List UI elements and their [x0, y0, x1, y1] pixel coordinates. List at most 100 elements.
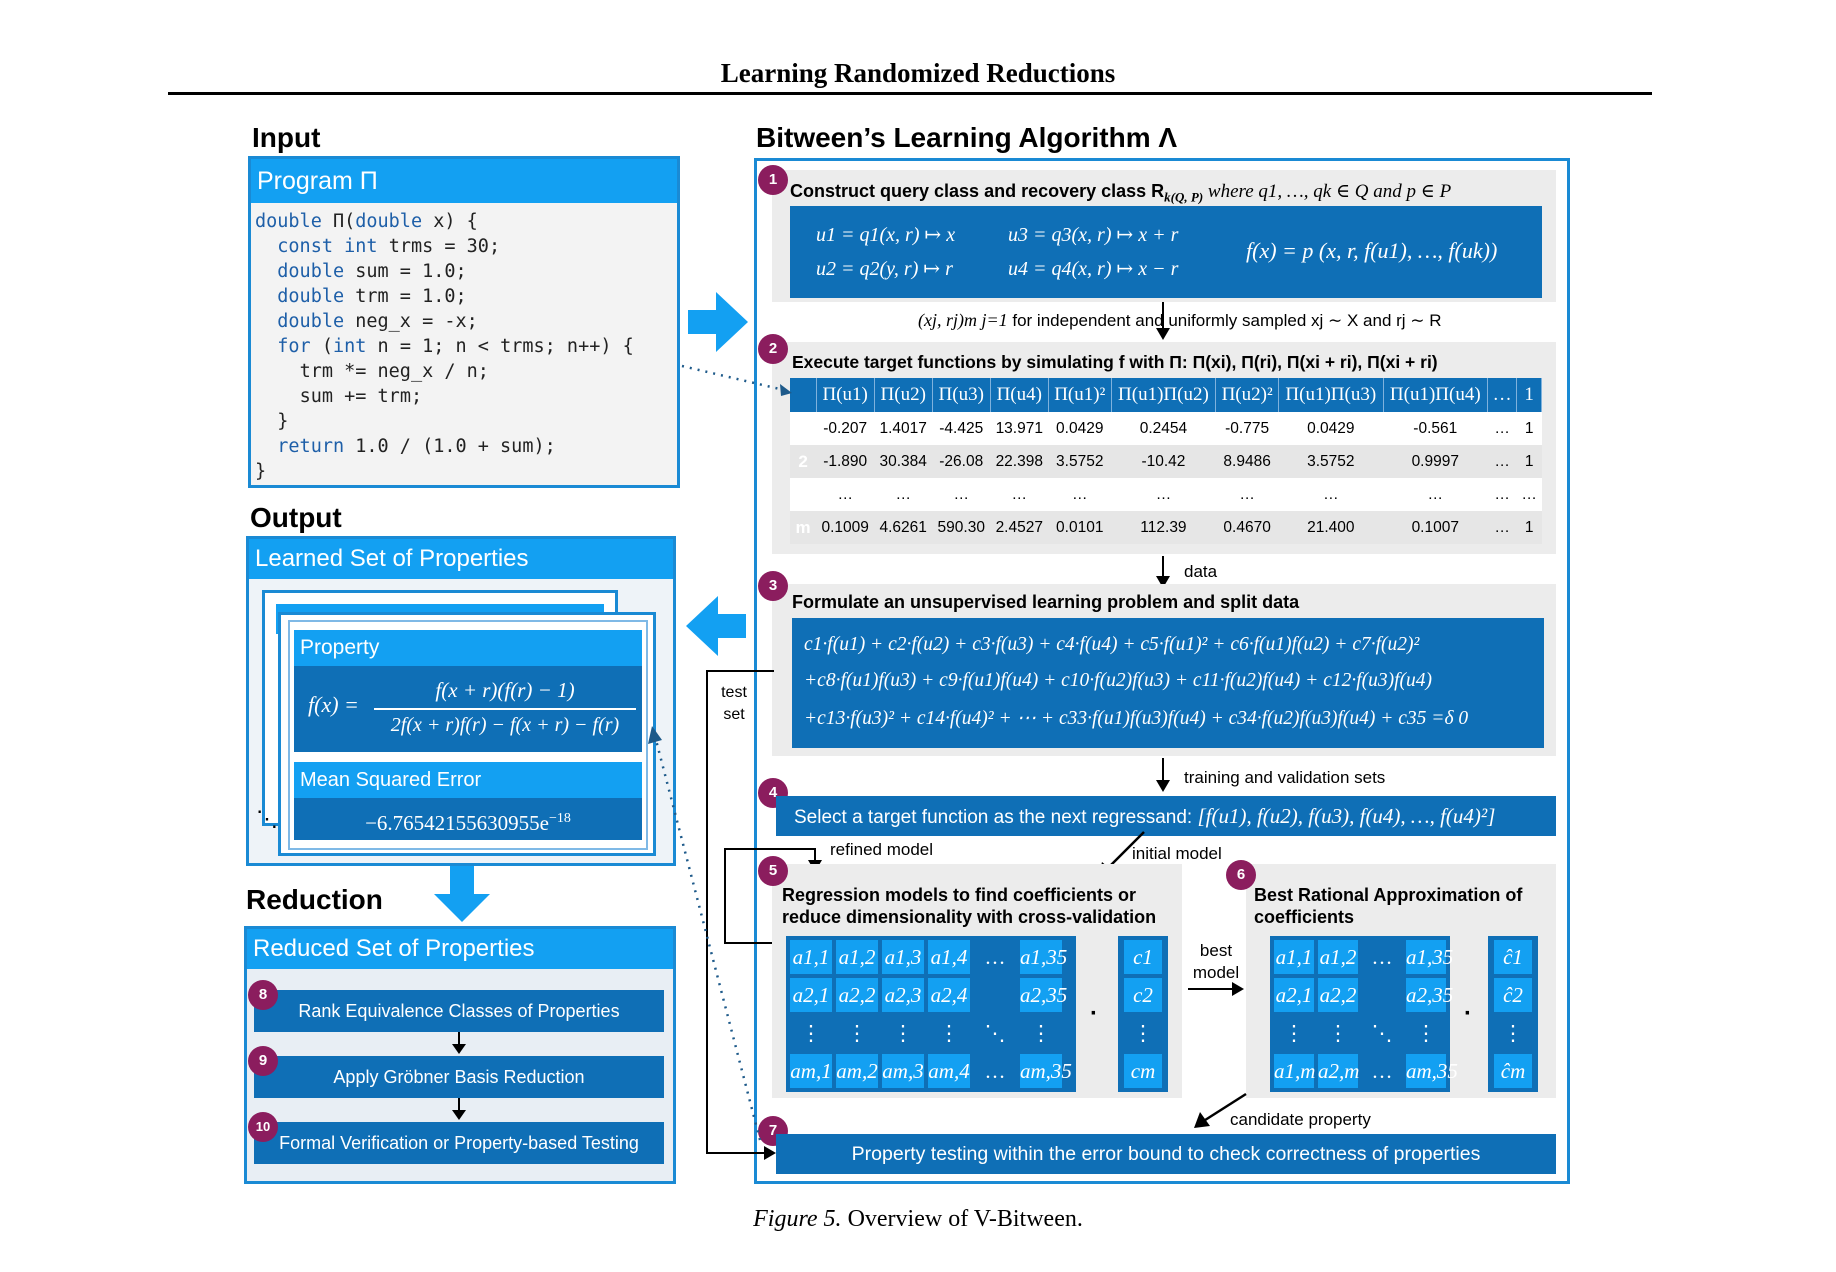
table-cell: -10.42	[1111, 445, 1216, 478]
arrow-2-3-line	[1162, 556, 1164, 580]
figure-caption: Figure 5. Overview of V-Bitween.	[0, 1206, 1836, 1233]
table-cell: 0.1009	[816, 511, 875, 544]
step5-dot: ·	[1090, 1000, 1098, 1027]
dotted-arrow-testing-to-property-icon	[648, 726, 762, 1141]
vector-cell: ⋮	[1132, 1021, 1154, 1045]
table-cell: 1	[1516, 511, 1542, 544]
train-label: training and validation sets	[1184, 768, 1386, 787]
matrix-cell: a2,2	[1318, 978, 1358, 1012]
table-cell: 8.9486	[1215, 445, 1279, 478]
table-header-cell: …	[1487, 378, 1518, 412]
code-line: for (int n = 1; n < trms; n++) {	[277, 336, 634, 357]
program-box: Program Π double Π(double x) { const int…	[248, 156, 680, 488]
code-line: double sum = 1.0;	[277, 261, 467, 282]
step1-label: Construct query class and recovery class…	[790, 181, 1165, 201]
step5-label-line2: reduce dimensionality with cross-validat…	[782, 907, 1157, 927]
matrix-cell: a1,2	[836, 940, 878, 974]
vector-cell: ĉm	[1494, 1054, 1532, 1088]
reduction-arrow-line	[458, 1032, 460, 1046]
arrow-down-icon	[434, 866, 490, 922]
program-code: double Π(double x) { const int trms = 30…	[255, 209, 677, 484]
table-cell: …	[1487, 445, 1517, 478]
table-cell: 1.4017	[874, 412, 933, 445]
table-cell: 22.398	[990, 445, 1049, 478]
matrix-cell: ⋮	[1415, 1021, 1437, 1045]
table-row-header: 1	[790, 412, 817, 445]
initial-label: initial model	[1132, 844, 1222, 863]
matrix-cell: …	[1371, 1059, 1393, 1083]
step3-badge: 3	[758, 571, 788, 601]
caption-prefix: Figure 5.	[753, 1206, 842, 1232]
mse-value-row: −6.76542155630955e−18	[294, 798, 642, 840]
table-cell: …	[990, 478, 1049, 511]
matrix-cell: a1,4	[928, 940, 970, 974]
matrix-cell: a2,m	[1318, 1054, 1359, 1088]
table-cell: 0.2454	[1111, 412, 1216, 445]
property-card: Property f(x) = f(x + r)(f(r) − 1) 2f(x …	[288, 620, 648, 850]
step6-label-line1: Best Rational Approximation of	[1254, 885, 1523, 905]
table-header-cell: Π(u1)Π(u3)	[1278, 378, 1384, 412]
matrix-cell: a2,2	[836, 978, 878, 1012]
code-line: return 1.0 / (1.0 + sum);	[277, 436, 556, 457]
arrow-1-2-line	[1162, 302, 1164, 332]
matrix-cell: a2,35	[1020, 978, 1067, 1012]
table-cell: 0.4670	[1215, 511, 1279, 544]
table-header-cell: Π(u1)²	[1048, 378, 1112, 412]
matrix-cell	[1362, 978, 1402, 1012]
vector-cell: ĉ2	[1494, 978, 1532, 1012]
table-cell: …	[1487, 478, 1517, 511]
arrow-left-icon	[686, 596, 746, 656]
arrow-1-2-head-icon	[1156, 328, 1170, 340]
table-header-cell: Π(u2)	[874, 378, 933, 412]
best-model-arrowhead-icon	[1232, 982, 1244, 996]
mse-value: −6.76542155630955e	[365, 811, 549, 835]
refined-line-bottom	[724, 942, 786, 944]
code-line: double trm = 1.0;	[277, 286, 467, 307]
matrix-cell: a1,35	[1020, 940, 1067, 974]
reduction-arrowhead-icon	[452, 1044, 466, 1054]
reduction-step-badge: 9	[248, 1046, 278, 1076]
table-header-cell: 1	[1516, 378, 1542, 412]
matrix-cell: a2,35	[1406, 978, 1453, 1012]
best-model-label: best model	[1192, 941, 1240, 982]
property-lhs: f(x) =	[308, 692, 359, 717]
table-header-cell: Π(u1)Π(u2)	[1111, 378, 1217, 412]
test-set-arrowhead-icon	[764, 1146, 776, 1160]
matrix-cell: …	[1371, 945, 1393, 969]
table-cell: 2.4527	[990, 511, 1049, 544]
step5-badge: 5	[758, 856, 788, 886]
step2-label: Execute target functions by simulating f…	[792, 352, 1438, 372]
step4-bar: Select a target function as the next reg…	[776, 796, 1556, 836]
table-cell: …	[1383, 478, 1488, 511]
arrow-right-icon	[688, 292, 748, 352]
vector-cell: ⋮	[1502, 1021, 1524, 1045]
step1-eq3: u3 = q3(x, r) ↦ x + r	[1008, 224, 1179, 246]
code-line: double neg_x = -x;	[277, 311, 478, 332]
matrix-cell: am,2	[836, 1054, 878, 1088]
step1-equations: u1 = q1(x, r) ↦ x u2 = q2(y, r) ↦ r u3 =…	[790, 206, 1542, 298]
matrix-cell: am,1	[790, 1054, 832, 1088]
table-header-cell: Π(u3)	[932, 378, 991, 412]
step3-eq-line3: +c13·f(u3)² + c14·f(u4)² + ⋯ + c33·f(u1)…	[804, 708, 1469, 729]
arrow-2-3-head-icon	[1156, 576, 1170, 588]
table-cell: 590.30	[932, 511, 991, 544]
matrix-cell: ⋮	[1030, 1021, 1052, 1045]
table-row-header: 2	[790, 445, 817, 478]
table-cell: -0.775	[1215, 412, 1279, 445]
sample-label: for independent and uniformly sampled xj…	[1012, 311, 1442, 330]
matrix-cell: ⋱	[984, 1021, 1006, 1045]
matrix-cell: …	[984, 945, 1006, 969]
step5-label: Regression models to find coefficients o…	[782, 884, 1156, 928]
table-cell: …	[932, 478, 991, 511]
step5-label-line1: Regression models to find coefficients o…	[782, 885, 1137, 905]
property-numerator: f(x + r)(f(r) − 1)	[435, 678, 575, 702]
matrix-cell: a1,1	[1274, 940, 1314, 974]
property-denominator: 2f(x + r)f(r) − f(x + r) − f(r)	[390, 714, 620, 736]
data-label: data	[1184, 562, 1218, 581]
